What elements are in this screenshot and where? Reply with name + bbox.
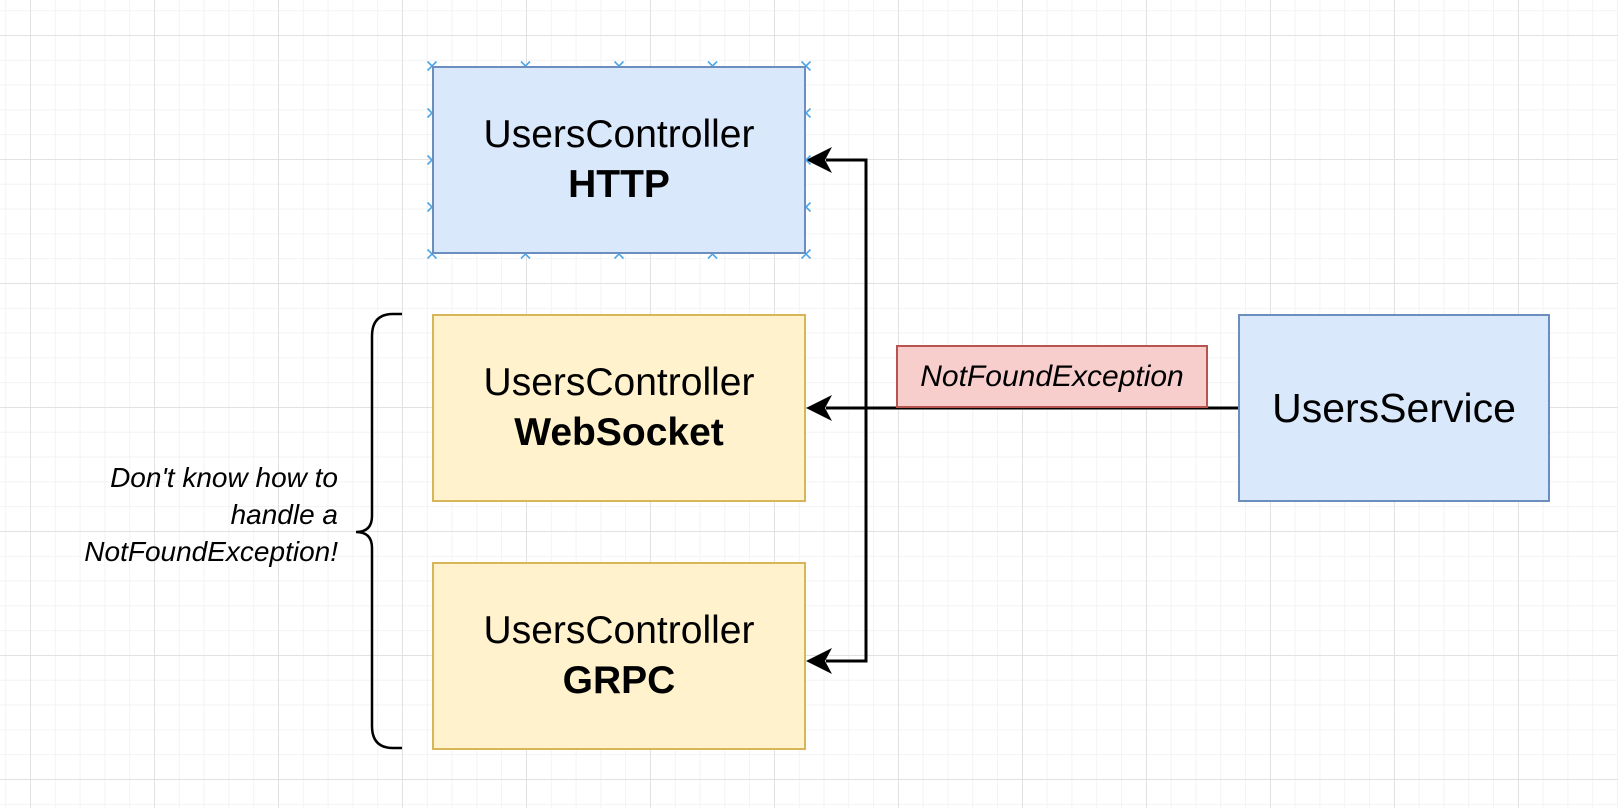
arrowhead-grpc	[806, 648, 832, 674]
node-title: UsersController	[483, 361, 755, 405]
node-protocol: WebSocket	[514, 411, 724, 454]
exception-edge-label[interactable]: NotFoundException	[896, 345, 1208, 408]
users-controller-http-node[interactable]: UsersController HTTP	[432, 66, 806, 254]
users-service-node[interactable]: UsersService	[1238, 314, 1550, 502]
users-controller-websocket-node[interactable]: UsersController WebSocket	[432, 314, 806, 502]
brace-annotation-text[interactable]: Don't know how to handle a NotFoundExcep…	[20, 459, 338, 570]
annotation-line: handle a	[230, 499, 338, 530]
arrowhead-websocket	[806, 395, 832, 421]
node-protocol: GRPC	[562, 659, 676, 702]
node-title: UsersController	[483, 113, 755, 157]
node-title: UsersService	[1272, 384, 1516, 431]
curly-brace[interactable]	[355, 312, 402, 750]
users-controller-grpc-node[interactable]: UsersController GRPC	[432, 562, 806, 750]
connector-to-grpc[interactable]	[826, 408, 868, 663]
connector-to-http[interactable]	[826, 158, 868, 408]
annotation-line: Don't know how to	[110, 462, 338, 493]
node-protocol: HTTP	[568, 163, 670, 206]
arrowhead-http	[806, 147, 832, 173]
annotation-line: NotFoundException!	[84, 536, 338, 567]
node-title: UsersController	[483, 609, 755, 653]
